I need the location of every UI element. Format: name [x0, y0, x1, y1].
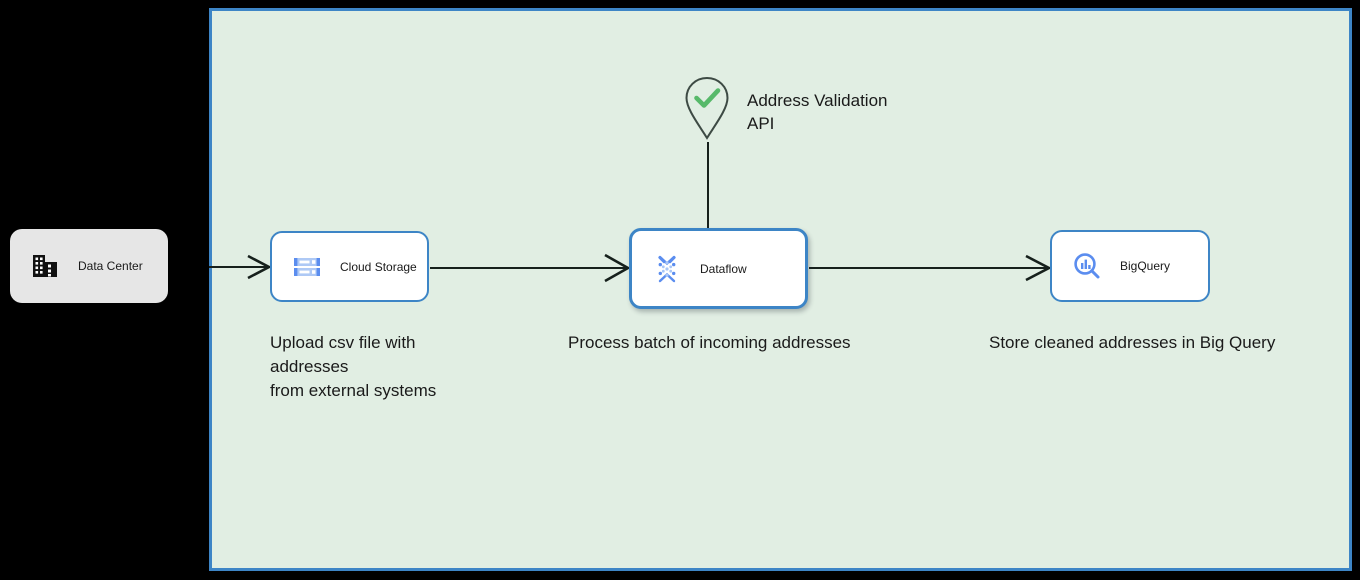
caption-store-addresses: Store cleaned addresses in Big Query — [989, 333, 1276, 352]
node-address-validation-api[interactable]: Address Validation API — [683, 75, 888, 141]
node-data-center[interactable]: Data Center — [10, 229, 168, 303]
map-pin-check-icon — [685, 76, 729, 140]
node-bigquery-label: BigQuery — [1120, 259, 1171, 273]
node-dataflow-label: Dataflow — [700, 261, 747, 276]
building-icon — [33, 255, 57, 277]
node-data-center-label: Data Center — [78, 259, 143, 273]
bigquery-icon — [1074, 253, 1100, 279]
caption-process-batch: Process batch of incoming addresses — [568, 333, 851, 352]
dataflow-icon — [658, 255, 676, 282]
node-address-validation-api-label: Address Validation API — [747, 91, 888, 133]
node-dataflow[interactable]: Dataflow — [629, 228, 808, 309]
node-cloud-storage-label: Cloud Storage — [340, 259, 417, 274]
node-cloud-storage[interactable]: Cloud Storage — [270, 231, 429, 302]
caption-upload-csv: Upload csv file with addresses from exte… — [270, 333, 437, 400]
cloud-storage-icon — [294, 257, 320, 276]
node-bigquery[interactable]: BigQuery — [1050, 230, 1210, 302]
